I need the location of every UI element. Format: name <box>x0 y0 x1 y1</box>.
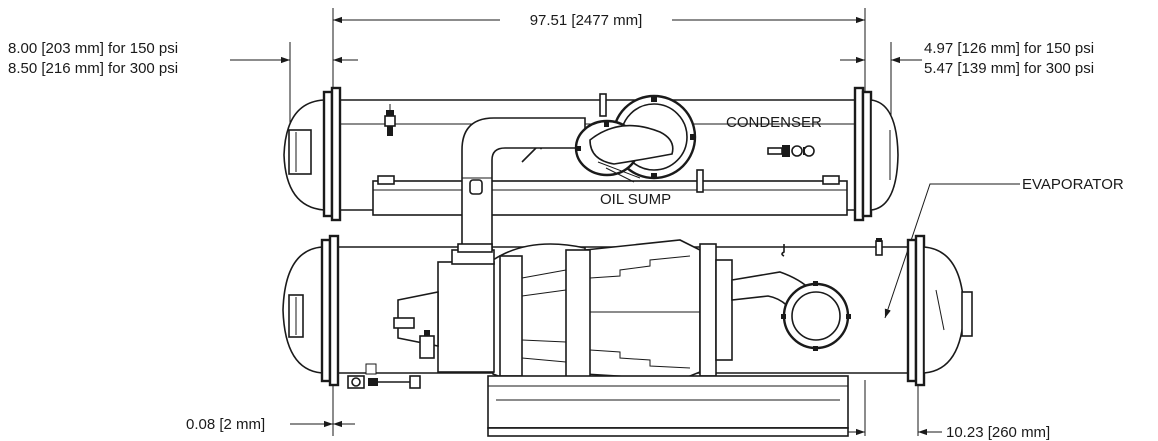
dimension-lines <box>230 16 1020 436</box>
evaporator-label: EVAPORATOR <box>1022 176 1124 193</box>
overall-length-label: 97.51 [2477 mm] <box>530 12 643 29</box>
oil-sump-tube <box>372 175 848 216</box>
left-clearance-150-label: 8.00 [203 mm] for 150 psi <box>8 40 178 57</box>
right-clearance-150-label: 4.97 [126 mm] for 150 psi <box>924 40 1094 57</box>
support-base <box>487 375 849 437</box>
evaporator-shell <box>282 234 973 387</box>
compressor-assembly <box>393 239 733 383</box>
right-clearance-300-label: 5.47 [139 mm] for 300 psi <box>924 60 1094 77</box>
left-clearance-300-label: 8.50 [216 mm] for 300 psi <box>8 60 178 77</box>
evaporator-leader <box>884 183 1020 319</box>
oil-sump-label: OIL SUMP <box>600 191 671 208</box>
bottom-left-offset-label: 0.08 [2 mm] <box>186 416 265 433</box>
suction-elbow <box>731 271 851 351</box>
condenser-label: CONDENSER <box>726 114 822 131</box>
evaporator-fittings <box>347 238 883 389</box>
condenser-elbow-flange <box>574 94 697 183</box>
bottom-right-offset-label: 10.23 [260 mm] <box>946 424 1050 441</box>
